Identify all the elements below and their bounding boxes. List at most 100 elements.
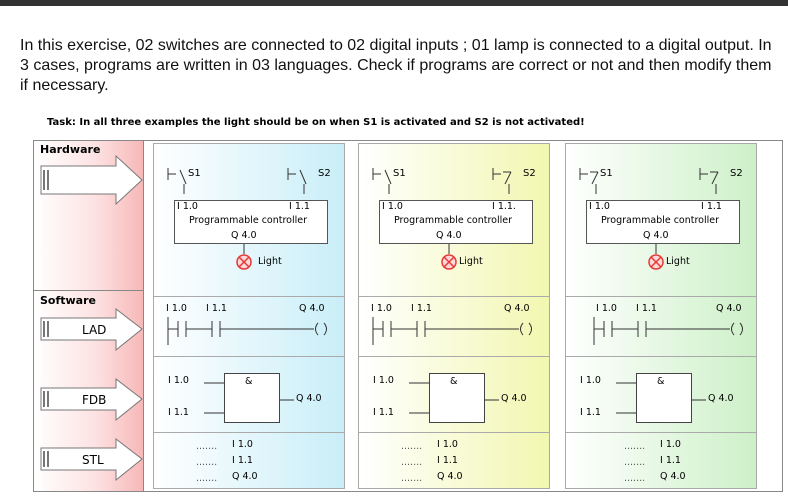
fdb-input-lines-icon: [616, 382, 636, 414]
output-q40: Q 4.0: [231, 230, 257, 241]
ladder-rung-icon: [372, 317, 532, 345]
switch-s2-nc-icon: [699, 168, 719, 194]
lad-contact-2-label: I 1.1: [411, 303, 432, 314]
plc-label: Programmable controller: [601, 215, 720, 226]
and-gate-symbol: &: [245, 376, 253, 387]
and-gate-box: &: [636, 373, 692, 423]
s2-label: S2: [318, 168, 331, 179]
lad-contact-1-label: I 1.0: [166, 303, 187, 314]
switch-s1-nc-icon: [579, 168, 599, 194]
hardware-panel: S1 S2 I 1.0 I 1.1 Programmable controlle…: [566, 144, 756, 292]
top-bar: [0, 0, 788, 6]
stl-op-1: .......: [196, 441, 218, 452]
and-gate-symbol: &: [450, 376, 458, 387]
switch-s1-icon: [372, 168, 392, 194]
lad-arrow-icon: [40, 308, 143, 352]
hardware-arrow-icon: [40, 154, 143, 206]
s1-label: S1: [600, 168, 613, 179]
lad-panel: I 1.0 I 1.1 Q 4.0: [566, 296, 756, 353]
stl-op-3: .......: [401, 473, 423, 484]
fdb-panel: I 1.0 I 1.1 & Q 4.0: [359, 356, 549, 429]
software-label: Software: [40, 294, 96, 307]
stl-op-1: .......: [401, 441, 423, 452]
stl-op-3: .......: [624, 473, 646, 484]
light-label: Light: [258, 256, 282, 267]
plc-box: I 1.0 I 1.1. Programmable controller Q 4…: [379, 200, 533, 244]
s1-label: S1: [188, 168, 201, 179]
stl-line-1: I 1.0: [232, 439, 253, 450]
and-gate-symbol: &: [657, 376, 665, 387]
stl-op-2: .......: [401, 457, 423, 468]
stl-panel: ....... I 1.0 ....... I 1.1 ....... Q 4.…: [154, 432, 344, 489]
light-label: Light: [666, 256, 690, 267]
stl-line-1: I 1.0: [660, 439, 681, 450]
lad-contact-1-label: I 1.0: [596, 303, 617, 314]
fdb-input-lines-icon: [204, 382, 224, 414]
plc-label: Programmable controller: [394, 215, 513, 226]
input-i11: I 1.1.: [492, 201, 516, 212]
plc-label: Programmable controller: [189, 215, 308, 226]
fdb-output-line-icon: [280, 399, 294, 401]
stl-line-3: Q 4.0: [232, 471, 258, 482]
fdb-panel: I 1.0 I 1.1 & Q 4.0: [566, 356, 756, 429]
fdb-output-line-icon: [692, 399, 706, 401]
s1-label: S1: [393, 168, 406, 179]
s2-label: S2: [523, 168, 536, 179]
fdb-input-1: I 1.0: [373, 375, 394, 386]
fdb-output: Q 4.0: [296, 393, 322, 404]
plc-box: I 1.0 I 1.1 Programmable controller Q 4.…: [174, 200, 328, 244]
stl-line-2: I 1.1: [232, 455, 253, 466]
lad-coil-label: Q 4.0: [504, 303, 530, 314]
fdb-input-2: I 1.1: [580, 407, 601, 418]
output-q40: Q 4.0: [436, 230, 462, 241]
output-q40: Q 4.0: [643, 230, 669, 241]
switch-s2-icon: [287, 168, 307, 194]
fdb-label: FDB: [82, 393, 107, 407]
lad-panel: I 1.0 I 1.1 Q 4.0: [359, 296, 549, 353]
hardware-panel: S1 S2 I 1.0 I 1.1. Programmable controll…: [359, 144, 549, 292]
fdb-input-2: I 1.1: [168, 407, 189, 418]
example-column-3: S1 S2 I 1.0 I 1.1 Programmable controlle…: [565, 143, 757, 489]
lamp-icon: [648, 244, 664, 270]
input-i10: I 1.0: [382, 201, 403, 212]
fdb-output: Q 4.0: [708, 393, 734, 404]
lad-contact-1-label: I 1.0: [371, 303, 392, 314]
stl-panel: ....... I 1.0 ....... I 1.1 ....... Q 4.…: [359, 432, 549, 489]
lad-coil-label: Q 4.0: [299, 303, 325, 314]
fdb-output: Q 4.0: [501, 393, 527, 404]
stl-line-2: I 1.1: [437, 455, 458, 466]
lad-panel: I 1.0 I 1.1 Q 4.0: [154, 296, 344, 353]
example-column-1: S1 S2 I 1.0 I 1.1 Programmable controlle…: [153, 143, 345, 489]
example-column-2: S1 S2 I 1.0 I 1.1. Programmable controll…: [358, 143, 550, 489]
fdb-input-lines-icon: [409, 382, 429, 414]
switch-s2-nc-icon: [492, 168, 512, 194]
fdb-arrow-icon: [40, 378, 143, 422]
stl-op-3: .......: [196, 473, 218, 484]
task-statement: Task: In all three examples the light sh…: [47, 117, 585, 128]
stl-panel: ....... I 1.0 ....... I 1.1 ....... Q 4.…: [566, 432, 756, 489]
stl-op-2: .......: [196, 457, 218, 468]
fdb-input-1: I 1.0: [168, 375, 189, 386]
fdb-input-2: I 1.1: [373, 407, 394, 418]
input-i11: I 1.1: [289, 201, 310, 212]
lamp-icon: [441, 244, 457, 270]
hardware-panel: S1 S2 I 1.0 I 1.1 Programmable controlle…: [154, 144, 344, 292]
stl-op-2: .......: [624, 457, 646, 468]
hardware-separator: [34, 290, 144, 291]
ladder-rung-icon: [593, 317, 743, 345]
ladder-rung-icon: [167, 317, 327, 345]
lad-contact-2-label: I 1.1: [206, 303, 227, 314]
lad-coil-label: Q 4.0: [716, 303, 742, 314]
input-i10: I 1.0: [589, 201, 610, 212]
and-gate-box: &: [224, 373, 280, 423]
plc-box: I 1.0 I 1.1 Programmable controller Q 4.…: [586, 200, 740, 244]
hardware-label: Hardware: [40, 143, 101, 156]
fdb-input-1: I 1.0: [580, 375, 601, 386]
light-label: Light: [459, 256, 483, 267]
lad-contact-2-label: I 1.1: [636, 303, 657, 314]
lad-label: LAD: [82, 323, 107, 337]
input-i10: I 1.0: [177, 201, 198, 212]
s2-label: S2: [730, 168, 743, 179]
exercise-description: In this exercise, 02 switches are connec…: [20, 37, 772, 94]
fdb-panel: I 1.0 I 1.1 & Q 4.0: [154, 356, 344, 429]
